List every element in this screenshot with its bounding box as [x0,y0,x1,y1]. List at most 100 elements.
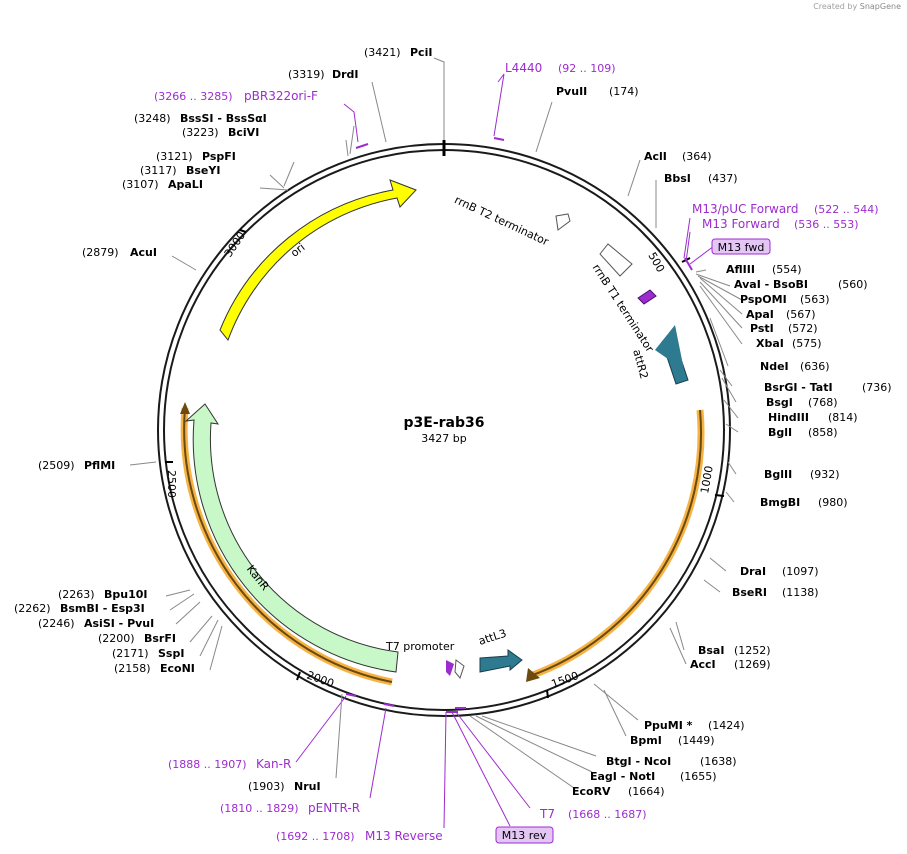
svg-text:PciI: PciI [410,46,432,59]
svg-text:BglII: BglII [764,468,792,481]
svg-text:(575): (575) [792,337,822,350]
enzyme-leaders [129,57,743,789]
svg-text:(572): (572) [788,322,818,335]
svg-text:PstI: PstI [750,322,774,335]
svg-text:(2509): (2509) [38,459,75,472]
svg-text:EcoRV: EcoRV [572,785,611,798]
svg-text:BsrFI: BsrFI [144,632,176,645]
svg-text:M13 Reverse: M13 Reverse [365,829,443,843]
t7-promoter-feature [454,659,465,680]
svg-text:EagI - NotI: EagI - NotI [590,770,655,783]
svg-text:(1252): (1252) [734,644,771,657]
svg-text:(768): (768) [808,396,838,409]
svg-text:BseYI: BseYI [186,164,220,177]
attL3-feature [479,649,523,673]
svg-text:BseRI: BseRI [732,586,767,599]
primer-box-fwd: M13 fwd [711,238,771,255]
svg-text:EcoNI: EcoNI [160,662,195,675]
svg-text:(636): (636) [800,360,830,373]
svg-text:AvaI - BsoBI: AvaI - BsoBI [734,278,808,291]
svg-text:PflMI: PflMI [84,459,115,472]
svg-text:(560): (560) [838,278,868,291]
svg-text:(3117): (3117) [140,164,177,177]
svg-text:(364): (364) [682,150,712,163]
rrnb-t2-label: rrnB T2 terminator [452,193,551,248]
primer-site-right [637,289,657,305]
svg-text:(1449): (1449) [678,734,715,747]
svg-text:(1668 .. 1687): (1668 .. 1687) [568,808,647,821]
svg-text:(2200): (2200) [98,632,135,645]
svg-text:(554): (554) [772,263,802,276]
svg-text:(174): (174) [609,85,639,98]
svg-text:XbaI: XbaI [756,337,784,350]
svg-text:(2879): (2879) [82,246,119,259]
kanr-feature [184,403,399,673]
attR2-arrowhead [655,325,684,370]
plasmid-size: 3427 bp [421,432,467,445]
rrnb-t1-feature [599,243,633,277]
rrnb-t2-feature [555,213,571,231]
svg-text:(437): (437) [708,172,738,185]
rrnb-t1-label: rrnB T1 terminator [590,262,657,355]
svg-text:(2171): (2171) [112,647,149,660]
ori-feature [219,179,417,342]
created-by-watermark: Created by SnapGene [813,2,901,11]
t7-promoter-label: T7 promoter [385,640,455,653]
primer-leaders [295,73,715,829]
enzyme-labels-left: (3421) PciI (3319) DrdI (3248) BssSI - B… [14,46,432,793]
enzyme-labels-right: PvuII (174) AclI (364) BbsI (437) AflIII… [556,85,892,798]
svg-text:(814): (814) [828,411,858,424]
svg-text:ApaI: ApaI [746,308,774,321]
plasmid-name: p3E-rab36 [403,415,485,431]
svg-text:(1888 .. 1907): (1888 .. 1907) [168,758,247,771]
svg-text:(2263): (2263) [58,588,95,601]
svg-text:(3248): (3248) [134,112,171,125]
svg-text:(536 .. 553): (536 .. 553) [794,218,859,231]
svg-text:(2262): (2262) [14,602,51,615]
svg-text:NdeI: NdeI [760,360,789,373]
svg-text:SspI: SspI [158,647,184,660]
svg-text:Bpu10I: Bpu10I [104,588,148,601]
orange-region-right [526,409,705,682]
svg-text:AcuI: AcuI [130,246,157,259]
tick-1500: 1500 [550,669,581,691]
svg-text:AccI: AccI [690,658,716,671]
svg-text:(3107): (3107) [122,178,159,191]
svg-text:(736): (736) [862,381,892,394]
svg-text:(1903): (1903) [248,780,285,793]
svg-text:(1269): (1269) [734,658,771,671]
svg-text:(1138): (1138) [782,586,819,599]
svg-text:(3319): (3319) [288,68,325,81]
svg-text:(92 .. 109): (92 .. 109) [558,62,616,75]
svg-text:(2158): (2158) [114,662,151,675]
svg-text:(563): (563) [800,293,830,306]
svg-text:(980): (980) [818,496,848,509]
svg-text:(3421): (3421) [364,46,401,59]
svg-text:(932): (932) [810,468,840,481]
svg-text:BbsI: BbsI [664,172,691,185]
svg-text:(3121): (3121) [156,150,193,163]
svg-text:BsgI: BsgI [766,396,793,409]
svg-text:(1655): (1655) [680,770,717,783]
svg-text:NruI: NruI [294,780,321,793]
svg-text:(858): (858) [808,426,838,439]
svg-text:BglI: BglI [768,426,792,439]
svg-text:(2246): (2246) [38,617,75,630]
svg-text:M13 fwd: M13 fwd [718,241,765,254]
svg-text:M13 rev: M13 rev [502,829,547,842]
svg-text:(3266 .. 3285): (3266 .. 3285) [154,90,233,103]
svg-text:(1692 .. 1708): (1692 .. 1708) [276,830,355,843]
svg-text:pBR322ori-F: pBR322ori-F [244,89,318,103]
primer-labels: L4440 (92 .. 109) M13/pUC Forward (522 .… [154,61,879,843]
svg-text:(567): (567) [786,308,816,321]
svg-text:PvuII: PvuII [556,85,587,98]
svg-text:PpuMI *: PpuMI * [644,719,693,732]
svg-text:BsaI: BsaI [698,644,724,657]
svg-text:BsmBI - Esp3I: BsmBI - Esp3I [60,602,145,615]
svg-text:BciVI: BciVI [228,126,259,139]
svg-text:BssSI - BssSαI: BssSI - BssSαI [180,112,267,125]
attL3-label: attL3 [477,627,508,648]
svg-text:PspFI: PspFI [202,150,236,163]
svg-text:(1810 .. 1829): (1810 .. 1829) [220,802,299,815]
